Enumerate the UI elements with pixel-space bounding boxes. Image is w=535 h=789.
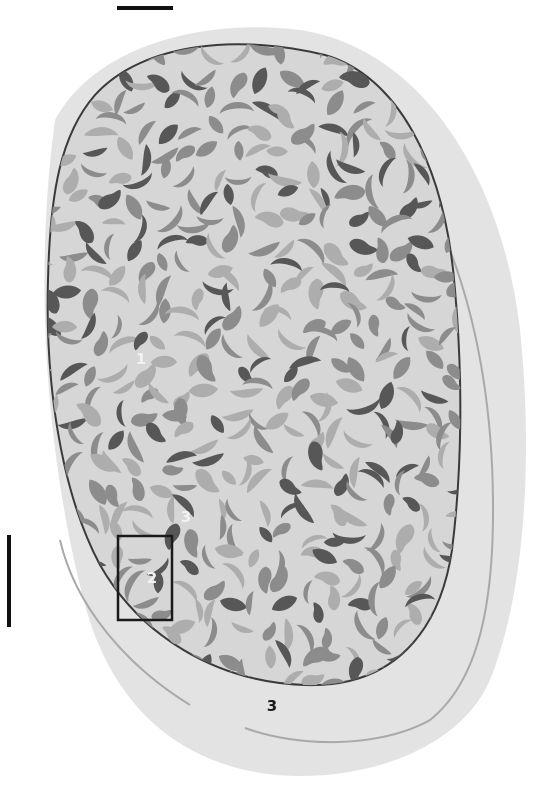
label-magnified-region: 2 <box>147 569 157 587</box>
inclusion-granule <box>26 165 47 196</box>
inclusion-granule <box>59 606 73 637</box>
inclusion-granule <box>37 450 52 476</box>
inclusion-granule <box>18 45 52 68</box>
inclusion-granule <box>30 648 65 662</box>
inclusion-granule <box>46 654 65 688</box>
inclusion-granule <box>35 478 61 500</box>
inclusion-granule <box>399 44 426 64</box>
inclusion-granule <box>410 71 440 83</box>
inclusion-granule <box>22 92 55 120</box>
inclusion-granule <box>440 61 468 87</box>
label-outer-layer: 3 <box>267 697 277 715</box>
inclusion-granule <box>26 141 49 168</box>
inclusion-granule <box>62 43 91 70</box>
inclusion-granule <box>31 57 59 91</box>
inclusion-granule <box>35 123 50 149</box>
inclusion-granule <box>29 511 56 544</box>
inclusion-granule <box>41 576 55 605</box>
inclusion-granule <box>451 49 470 81</box>
inclusion-granule <box>62 600 76 625</box>
inclusion-granule <box>105 36 120 62</box>
inclusion-granule <box>65 58 82 86</box>
label-cell-interior: 1 <box>136 350 146 368</box>
inclusion-granule <box>52 659 82 683</box>
inclusion-granule <box>32 605 60 619</box>
label-inner-layer: 3 <box>181 508 191 526</box>
inclusion-granule <box>82 673 109 690</box>
inclusion-granule <box>33 377 48 408</box>
inclusion-granule <box>431 47 447 74</box>
inclusion-granule <box>76 37 108 55</box>
inclusion-granule <box>33 621 65 647</box>
inclusion-granule <box>63 642 81 668</box>
inclusion-granule <box>38 495 65 524</box>
